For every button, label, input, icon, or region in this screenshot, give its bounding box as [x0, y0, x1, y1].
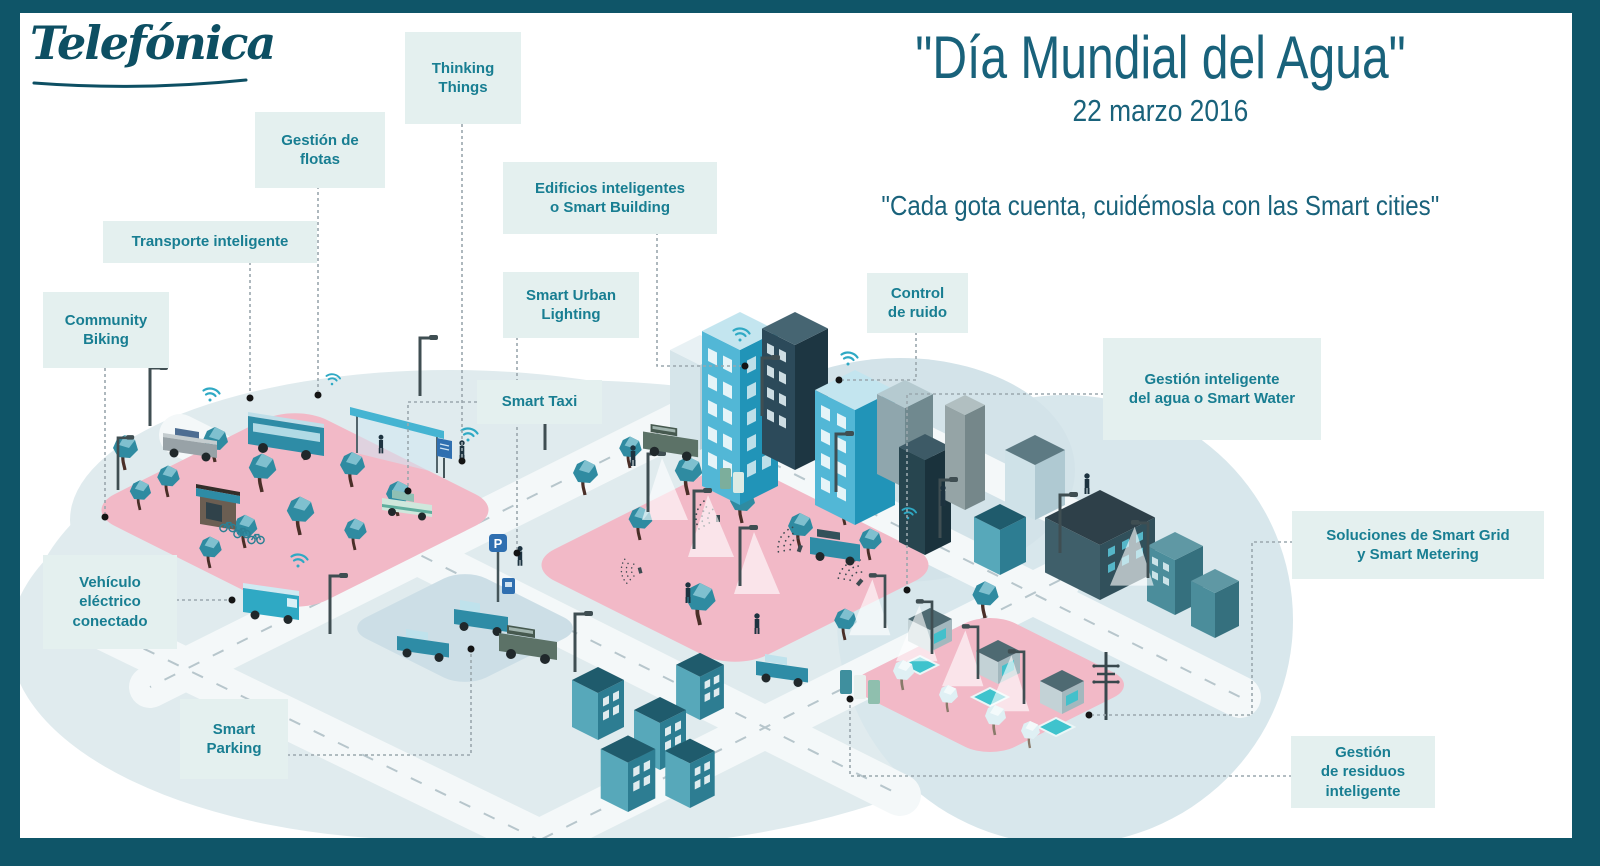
- electric-van: [243, 583, 299, 624]
- suv-teal: [810, 529, 860, 566]
- label-vehiculo-electrico: Vehículo eléctrico conectado: [43, 555, 177, 649]
- car-gray: [163, 428, 217, 462]
- smart-bus: [248, 412, 324, 460]
- ticket-panel: [437, 438, 452, 478]
- label-gestion-residuos: Gestión de residuos inteligente: [1291, 736, 1435, 808]
- smart-city-illustration: P: [20, 124, 1293, 838]
- label-edificios-inteligentes: Edificios inteligentes o Smart Building: [503, 162, 717, 234]
- vehicles: [163, 412, 860, 687]
- power-pole: [1092, 652, 1120, 720]
- telefonica-logo: Telefónica: [30, 16, 276, 70]
- pickup-teal: [454, 600, 508, 636]
- car-teal-street: [756, 654, 808, 687]
- label-gestion-de-flotas: Gestión de flotas: [255, 112, 385, 188]
- label-transporte-inteligente: Transporte inteligente: [103, 221, 317, 263]
- recycling-bins-small: [720, 468, 744, 493]
- label-control-de-ruido: Control de ruido: [867, 273, 968, 333]
- label-thinking-things: Thinking Things: [405, 32, 521, 124]
- label-smart-grid-metering: Soluciones de Smart Grid y Smart Meterin…: [1292, 511, 1544, 579]
- page-subtitle: "Cada gota cuenta, cuidémosla con las Sm…: [881, 190, 1439, 221]
- recycling-bins: [840, 670, 880, 704]
- headline-block: "Día Mundial del Agua" 22 marzo 2016: [790, 26, 1530, 129]
- infographic-canvas: P: [20, 13, 1572, 838]
- bike-kiosk: [196, 484, 240, 530]
- smart-taxi-car: [382, 490, 432, 521]
- page-title: "Día Mundial del Agua": [914, 24, 1406, 91]
- parking-sign: P: [489, 534, 515, 602]
- suv-dark-2: [643, 423, 699, 461]
- callout-connectors: [104, 124, 1293, 777]
- suv-dark: [499, 625, 557, 664]
- label-smart-urban-lighting: Smart Urban Lighting: [503, 272, 639, 338]
- label-gestion-agua-smart-water: Gestión inteligente del agua o Smart Wat…: [1103, 338, 1321, 440]
- label-smart-taxi: Smart Taxi: [477, 380, 602, 424]
- smart-water-district: [945, 395, 1239, 638]
- car-teal-parked: [397, 629, 449, 662]
- props: P: [196, 407, 1120, 720]
- parking-sign-letter: P: [494, 536, 503, 551]
- logo-underline-swoosh: [32, 78, 248, 88]
- label-community-biking: Community Biking: [43, 292, 169, 368]
- connector-endpoints: [101, 362, 1093, 719]
- page-date: 22 marzo 2016: [1072, 93, 1248, 128]
- label-smart-parking: Smart Parking: [180, 699, 288, 779]
